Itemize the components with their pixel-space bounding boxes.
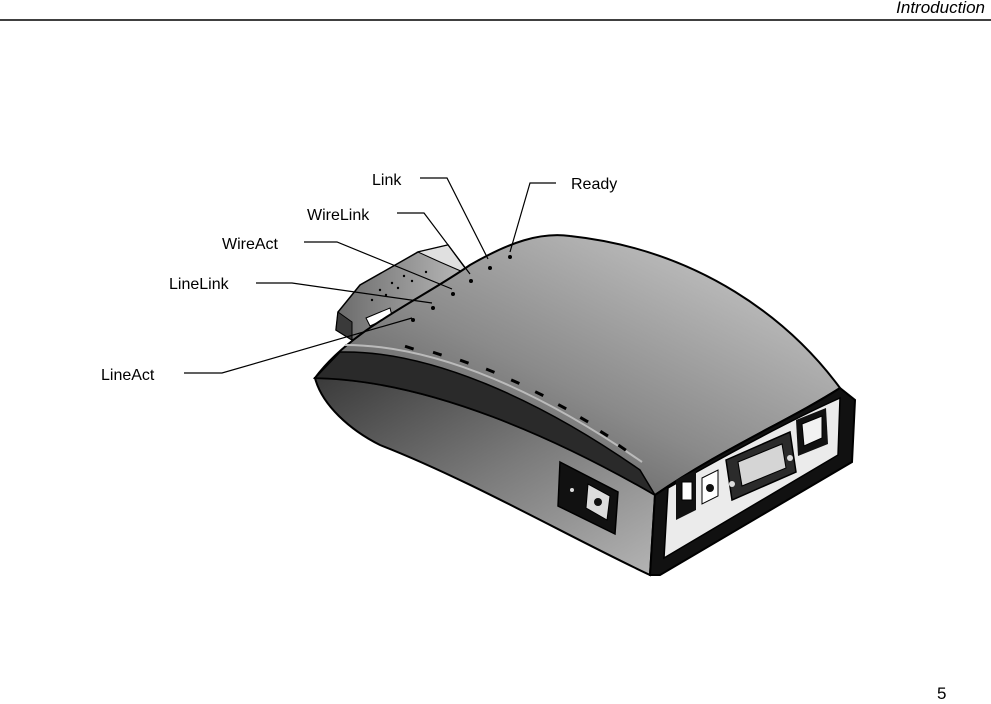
callout-lineact: LineAct — [101, 367, 155, 384]
callout-wireact: WireAct — [222, 236, 279, 253]
callout-linelink: LineLink — [169, 276, 230, 293]
leader-link — [420, 178, 488, 259]
callout-link: Link — [372, 172, 402, 189]
callout-wirelink: WireLink — [307, 207, 370, 224]
modem-device — [315, 235, 855, 575]
callout-ready: Ready — [571, 176, 617, 193]
page-number: 5 — [937, 684, 946, 704]
